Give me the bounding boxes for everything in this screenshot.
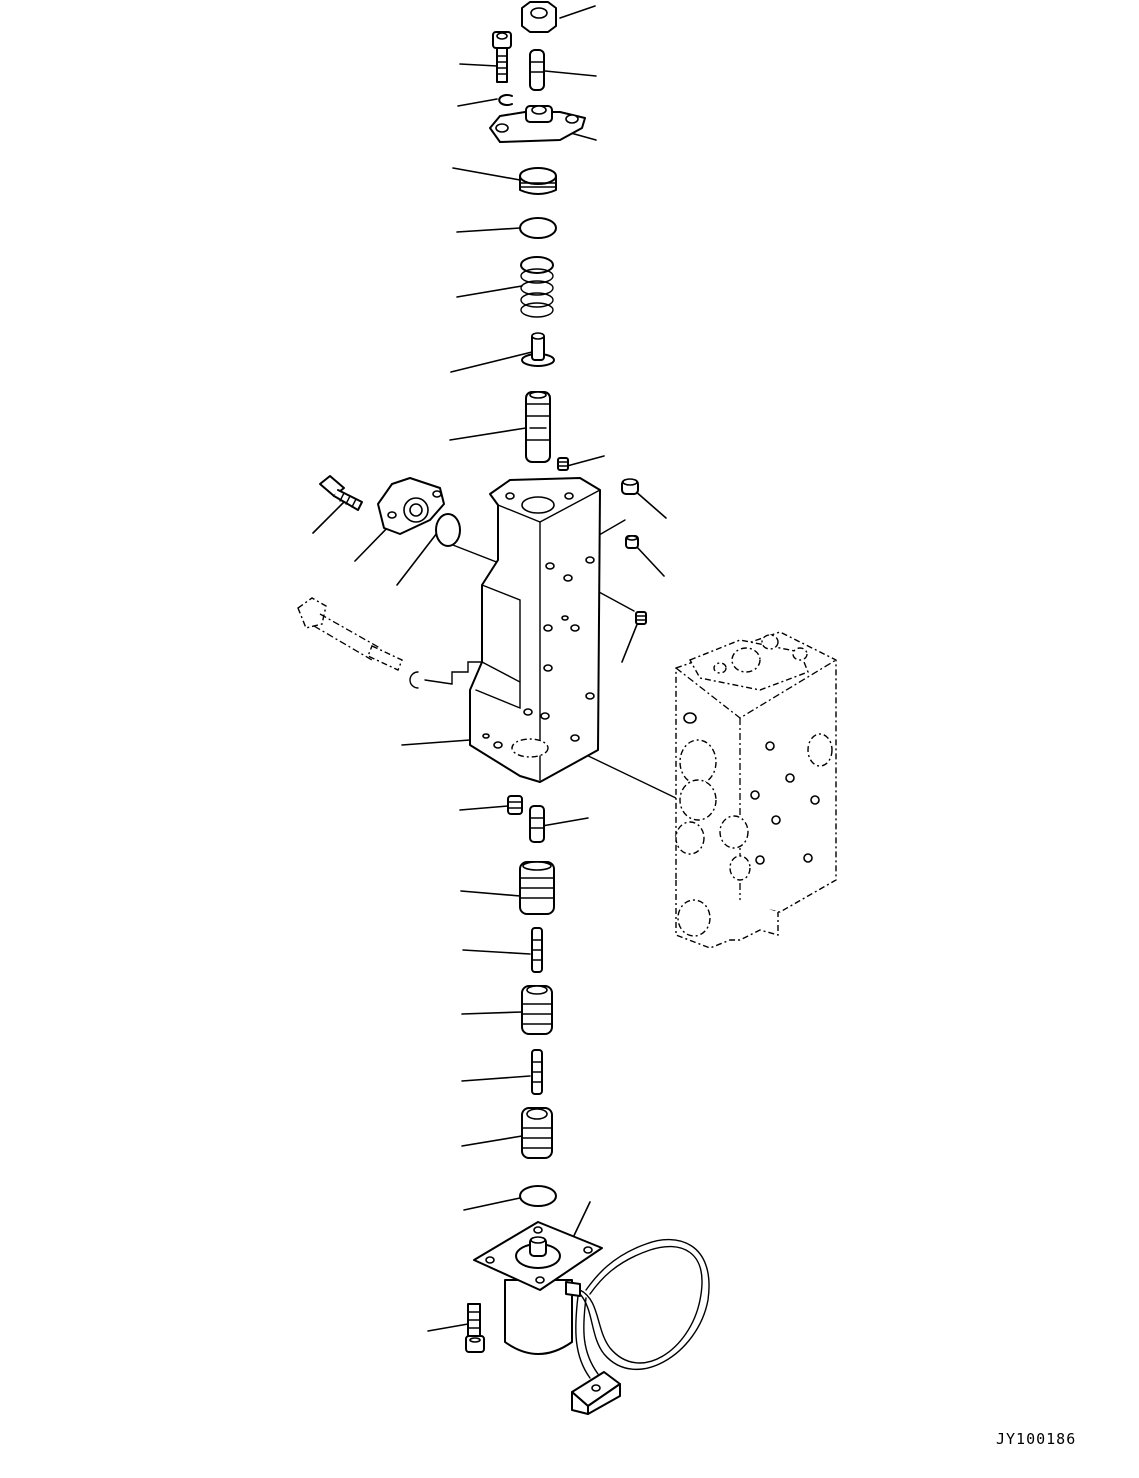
sleeve-bottom — [521, 1107, 553, 1159]
valve-body — [469, 477, 601, 783]
drawing-code-label: JY100186 — [996, 1430, 1077, 1448]
sleeve — [519, 861, 555, 915]
o-ring — [519, 217, 557, 239]
sleeve-middle — [521, 985, 553, 1035]
o-ring-lower — [519, 1185, 557, 1207]
screw — [492, 31, 512, 83]
long-bolt — [297, 597, 419, 689]
plug-right-top — [621, 478, 639, 495]
flange-cover — [489, 105, 586, 143]
orifice-plug-lower — [507, 795, 523, 815]
pin-bottom — [531, 1049, 543, 1095]
o-ring-left — [435, 513, 461, 547]
main-valve-reference — [675, 631, 837, 949]
spool — [525, 391, 551, 463]
pin — [529, 49, 545, 91]
solenoid — [473, 1221, 603, 1355]
plug-right-lower — [635, 611, 647, 625]
check-valve — [529, 805, 545, 843]
mounting-flange — [377, 477, 445, 535]
plug — [519, 167, 557, 195]
spring — [520, 256, 554, 318]
snap-ring — [498, 94, 513, 106]
bolt — [319, 475, 363, 511]
cap-screw — [465, 1303, 485, 1353]
connector — [571, 1371, 621, 1415]
orifice-plug — [557, 457, 569, 471]
retainer — [521, 332, 555, 367]
pin-lower — [531, 927, 543, 973]
wire-harness — [565, 1238, 710, 1379]
plug-right-middle — [625, 535, 639, 549]
nut — [521, 1, 557, 33]
